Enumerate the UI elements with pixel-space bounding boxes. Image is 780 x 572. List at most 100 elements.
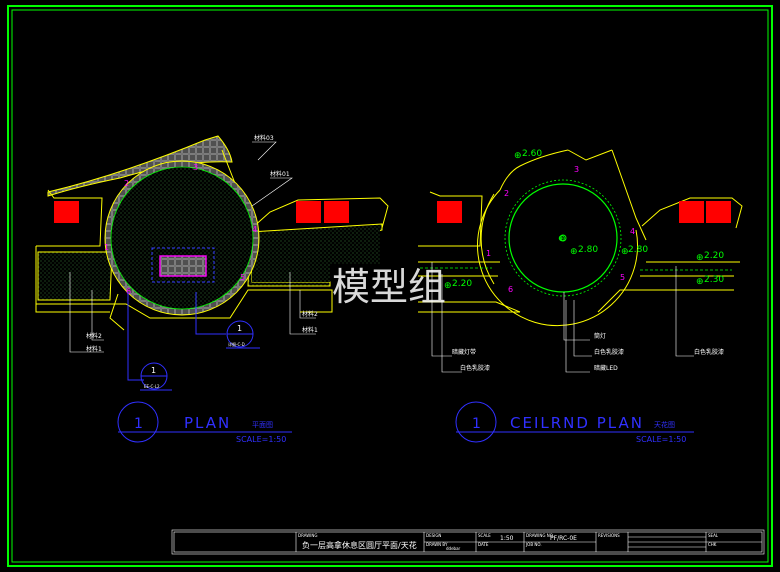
ceiling-leaders xyxy=(431,262,694,373)
ceiling-outer-arc xyxy=(477,189,639,327)
drawing-frame-inner xyxy=(11,9,769,563)
plan-subtitle: 平面图 xyxy=(252,421,273,429)
svg-text:⊕: ⊕ xyxy=(558,234,566,244)
plan-label-mat01-right: 材料1 xyxy=(302,326,318,334)
plan-center-feature-inner xyxy=(159,255,207,277)
plan-leaders xyxy=(69,141,316,353)
ceiling-note-5: 暗藏LED xyxy=(594,364,618,372)
plan-detail-leaders xyxy=(127,292,260,391)
ceiling-level-220a: 2.20 xyxy=(452,279,472,289)
ceiling-point-1: 1 xyxy=(486,249,491,258)
ceiling-top-arc xyxy=(499,149,569,191)
ceiling-center-mark xyxy=(559,234,567,242)
ceiling-point-2: 2 xyxy=(504,189,509,198)
ceiling-level-symbols: ⊕ ⊕ ⊕ ⊕ ⊕ ⊕ ⊕ xyxy=(444,151,704,291)
title-block-labels: DRAWING 负一层高拿休息区圆厅平面/天花 DESIGN DRAWN BY … xyxy=(298,533,719,551)
ceiling-level-220b: 2.20 xyxy=(704,251,724,261)
ceiling-note-6: 白色乳胶漆 xyxy=(694,348,724,356)
plan-title-block: 1 PLAN 平面图 SCALE=1:50 xyxy=(117,401,292,444)
plan-detail-num: 1 xyxy=(237,324,242,333)
plan-red-block-right-1 xyxy=(296,201,321,223)
ceiling-red-block-left xyxy=(437,201,462,223)
tb-drawing-no-label: DRAWING NO. xyxy=(526,533,554,538)
ceiling-point-4: 4 xyxy=(630,227,635,236)
ceiling-notes: 暗藏灯带 白色乳胶漆 筒灯 白色乳胶漆 暗藏LED 白色乳胶漆 xyxy=(452,332,724,372)
tb-chk-label: CHK xyxy=(708,542,717,547)
plan-upper-band xyxy=(47,135,233,197)
tb-drawn-label: DRAWN BY xyxy=(426,542,448,547)
plan-point-1: 1 xyxy=(104,243,109,252)
plan-title-number: 1 xyxy=(134,416,143,432)
ceiling-point-5: 5 xyxy=(620,273,625,282)
tb-drawing-title: 负一层高拿休息区圆厅平面/天花 xyxy=(302,540,417,550)
svg-text:⊕: ⊕ xyxy=(696,253,704,263)
plan-red-block-left xyxy=(54,201,79,223)
svg-text:⊕: ⊕ xyxy=(696,277,704,287)
plan-label-mat02-right: 材料2 xyxy=(302,310,318,318)
watermark: 模型组 xyxy=(332,265,446,309)
ceiling-note-4: 白色乳胶漆 xyxy=(594,348,624,356)
tb-scale-value: 1:50 xyxy=(500,535,514,542)
ceiling-outer-arc-2 xyxy=(480,193,495,285)
plan-point-5: 5 xyxy=(240,273,245,282)
tb-design-label: DESIGN xyxy=(426,533,441,538)
ceiling-inner-ring-dashed xyxy=(504,179,622,297)
plan-detail-callouts: 1 详细-C-D 1 EE-C-L2 xyxy=(144,324,245,389)
plan-label-mat03: 材料03 xyxy=(254,134,274,142)
tb-revisions-label: REVISIONS xyxy=(598,533,620,538)
drawing-frame xyxy=(7,5,773,567)
ceiling-level-280b: 2.80 xyxy=(628,245,648,255)
plan-center-feature xyxy=(151,247,215,283)
ceiling-levels: 2.60 2.80 2.80 2.20 2.20 2.30 xyxy=(452,149,724,289)
plan-label-mat02-left: 材料2 xyxy=(86,332,102,340)
svg-text:⊕: ⊕ xyxy=(514,151,522,161)
ceiling-level-280a: 2.80 xyxy=(578,245,598,255)
ceiling-plan-view: 2.60 2.80 2.80 2.20 2.20 2.30 ⊕ ⊕ ⊕ ⊕ ⊕ … xyxy=(418,149,743,444)
svg-text:⊕: ⊕ xyxy=(444,281,452,291)
tb-date-label: DATE xyxy=(478,542,489,547)
plan-point-labels: 1 2 3 4 5 6 xyxy=(104,163,257,296)
ceiling-scale: SCALE=1:50 xyxy=(636,435,686,444)
plan-point-4: 4 xyxy=(252,225,257,234)
plan-point-2: 2 xyxy=(124,179,129,188)
ceiling-subtitle: 天花图 xyxy=(654,420,675,429)
ceiling-red-block-right-2 xyxy=(706,201,731,223)
plan-annotations: 材料03 材料01 材料2 材料1 材料2 材料1 xyxy=(86,134,318,353)
tb-seal-label: SEAL xyxy=(708,533,719,538)
ceiling-title-number: 1 xyxy=(472,416,481,432)
plan-corridor-left xyxy=(37,251,113,301)
tb-job-no-label: JOB NO. xyxy=(525,542,542,547)
plan-scale: SCALE=1:50 xyxy=(236,435,286,444)
plan-round-hall-floor xyxy=(110,166,254,310)
plan-label-mat01: 材料01 xyxy=(270,170,290,178)
tb-scale-label: SCALE xyxy=(478,533,491,538)
tb-drawn-value: ddebar xyxy=(446,546,461,551)
ceiling-level-230: 2.30 xyxy=(704,275,724,285)
ceiling-inner-ring xyxy=(508,183,618,293)
plan-corridor-right-fill xyxy=(252,230,380,282)
plan-point-6: 6 xyxy=(126,287,131,296)
title-block xyxy=(171,529,765,555)
ceiling-red-block-right-1 xyxy=(679,201,704,223)
plan-view: 1 2 3 4 5 6 材料03 材料01 xyxy=(35,134,389,444)
ceiling-point-6: 6 xyxy=(508,285,513,294)
ceiling-title-block: 1 CEILRND PLAN 天花图 SCALE=1:50 xyxy=(455,401,694,444)
ceiling-note-1: 暗藏灯带 xyxy=(452,348,476,356)
plan-point-3: 3 xyxy=(193,163,198,172)
tb-drawing-no-value: PF/RC-0E xyxy=(550,535,577,542)
ceiling-point-3: 3 xyxy=(574,165,579,174)
ceiling-note-2: 白色乳胶漆 xyxy=(460,364,490,372)
ceiling-title: CEILRND PLAN xyxy=(510,414,644,432)
plan-detail-ref: 详细-C-D xyxy=(228,341,245,347)
ceiling-outlines xyxy=(418,149,743,313)
plan-red-block-right-2 xyxy=(324,201,349,223)
ceiling-light-strips xyxy=(420,267,732,271)
ceiling-level-260: 2.60 xyxy=(522,149,542,159)
svg-text:⊕: ⊕ xyxy=(570,247,578,257)
plan-title: PLAN xyxy=(184,414,231,432)
svg-text:⊕: ⊕ xyxy=(621,247,629,257)
ceiling-note-3: 筒灯 xyxy=(594,332,606,340)
plan-detail-ref2: EE-C-L2 xyxy=(144,384,160,389)
plan-label-mat01-left: 材料1 xyxy=(86,345,102,353)
